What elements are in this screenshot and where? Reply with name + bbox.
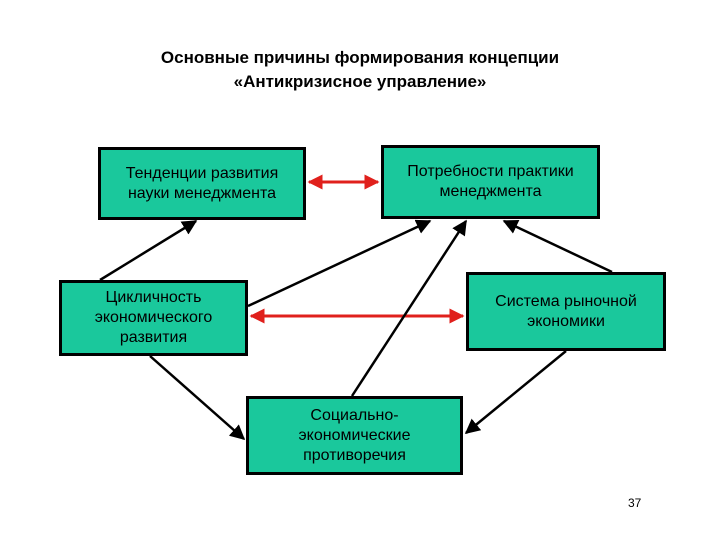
arrow-b3-to-b1 bbox=[99, 219, 198, 282]
box-b4-line-2: экономики bbox=[527, 312, 605, 330]
slide-title: Основные причины формирования концепции … bbox=[60, 46, 660, 94]
box-b5-line-1: Социально- bbox=[310, 406, 399, 424]
box-b1-line-2: науки менеджмента bbox=[127, 184, 277, 202]
arrow-b4-to-b5 bbox=[464, 350, 567, 434]
box-b3-line-1: Цикличность bbox=[105, 289, 202, 306]
box-b3-line-3: развития bbox=[119, 329, 188, 346]
arrow-b5-to-b2 bbox=[350, 219, 468, 397]
box-b2-line-2: менеджмента bbox=[439, 183, 542, 200]
box-management-practice-needs: Потребности практики менеджмента bbox=[381, 145, 600, 219]
box-b1-line-1: Тенденции развития bbox=[125, 164, 279, 182]
arrow-b3-to-b2 bbox=[247, 219, 432, 308]
title-line-1: Основные причины формирования концепции bbox=[160, 48, 560, 67]
box-b3-line-2: экономического bbox=[94, 309, 213, 326]
box-b2-line-1: Потребности практики bbox=[407, 163, 574, 180]
title-line-2: «Антикризисное управление» bbox=[233, 72, 487, 91]
box-b5-line-3: противоречия bbox=[303, 446, 406, 464]
box-economic-cyclicality: Цикличность экономического развития bbox=[59, 280, 248, 356]
box-socio-economic-contradictions: Социально- экономические противоречия bbox=[246, 396, 463, 475]
box-management-science-trends: Тенденции развития науки менеджмента bbox=[98, 147, 306, 220]
arrow-b4-to-b2 bbox=[502, 219, 613, 274]
box-b4-line-1: Система рыночной bbox=[495, 292, 637, 310]
box-b5-line-2: экономические bbox=[298, 426, 411, 444]
page-number: 37 bbox=[628, 496, 642, 510]
box-market-economy-system: Система рыночной экономики bbox=[466, 272, 666, 351]
arrow-b3-to-b5 bbox=[149, 355, 246, 440]
